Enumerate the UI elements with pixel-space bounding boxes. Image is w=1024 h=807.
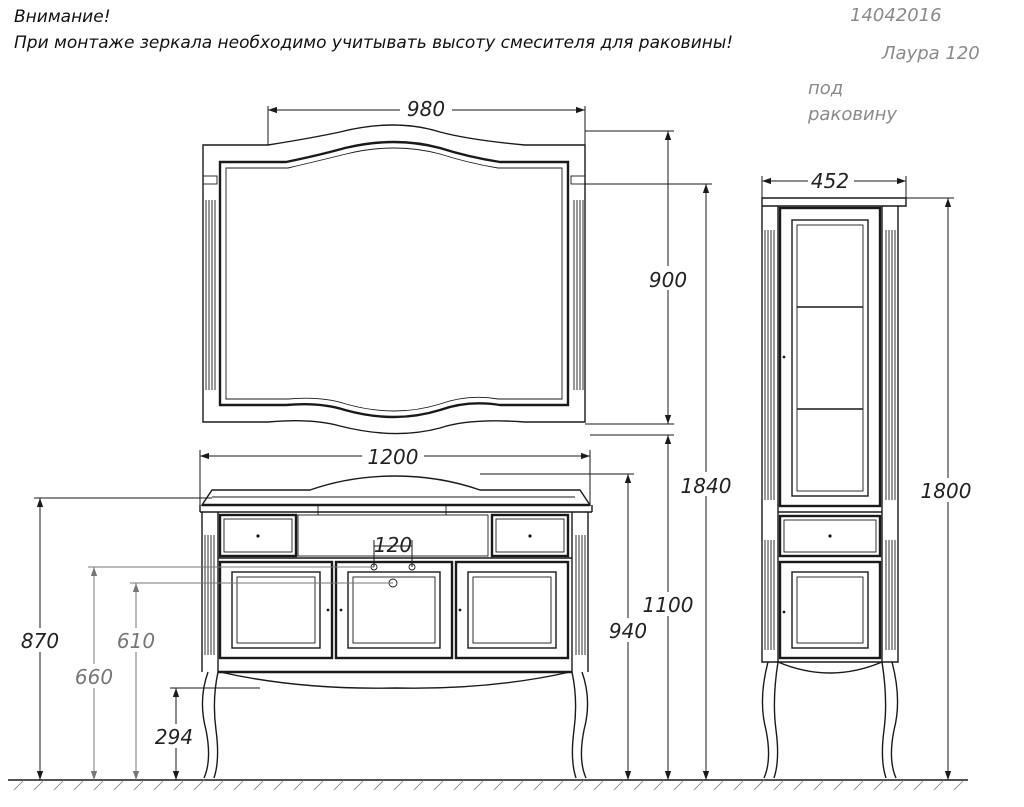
model-name: Лаура 120 — [882, 43, 980, 64]
mirror — [202, 124, 586, 435]
dim-vanity-total-height: 1100 — [643, 593, 694, 617]
note-line-2: раковину — [808, 104, 898, 125]
dim-mirror-top-height: 1840 — [681, 474, 732, 498]
dim-faucet-spacing: 120 — [374, 533, 412, 557]
dim-leg-height: 294 — [155, 725, 193, 749]
floor — [8, 779, 968, 791]
dim-column-width: 452 — [811, 169, 849, 193]
dim-vanity-width: 1200 — [368, 445, 419, 469]
dim-drawer-height: 660 — [75, 665, 113, 689]
dim-vanity-body-height: 940 — [609, 619, 647, 643]
dim-mirror-height: 900 — [649, 268, 687, 292]
note-line-1: под — [808, 78, 844, 99]
vanity — [199, 475, 593, 779]
dimension-labels: 980 900 1840 1100 940 1200 870 660 610 2… — [14, 97, 978, 749]
dim-mirror-width: 980 — [407, 97, 445, 121]
drawing-code: 14042016 — [850, 5, 942, 26]
warning-text: При монтаже зеркала необходимо учитывать… — [14, 33, 734, 53]
dim-column-height: 1800 — [921, 479, 972, 503]
tall-column — [761, 197, 907, 779]
dim-door-height: 610 — [117, 629, 155, 653]
dim-vanity-height: 870 — [21, 629, 59, 653]
warning-title: Внимание! — [14, 7, 111, 27]
